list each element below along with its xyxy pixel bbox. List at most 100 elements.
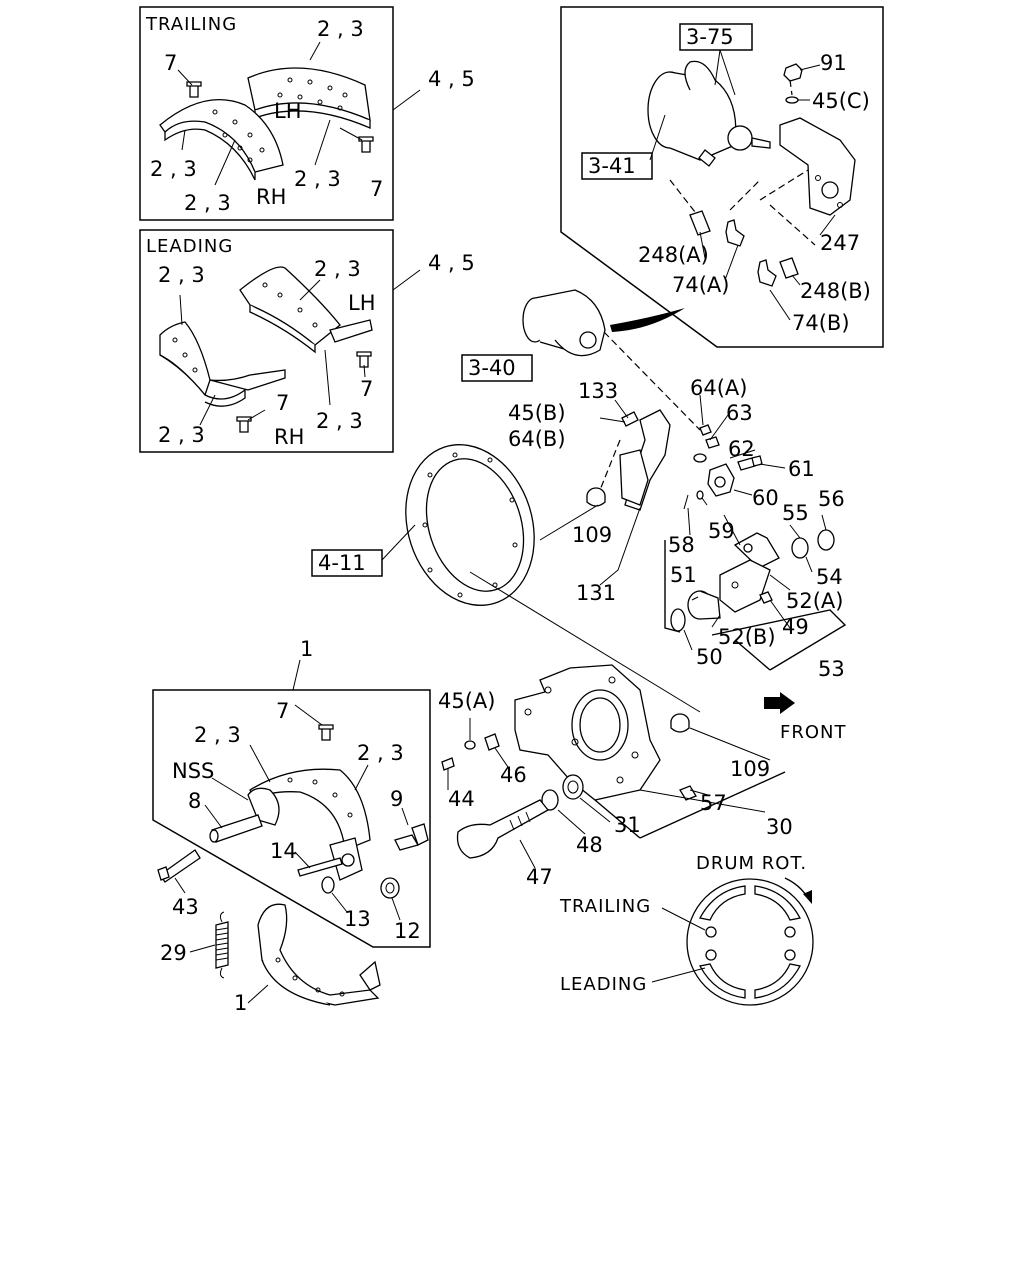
label-51: 51	[670, 563, 697, 587]
trailing-shoe-lh	[247, 67, 371, 129]
label-248b: 248(B)	[800, 279, 871, 303]
pointer-arrow	[610, 308, 685, 332]
label-50: 50	[696, 645, 723, 669]
label-nss: NSS	[172, 759, 214, 783]
label-52a: 52(A)	[786, 589, 843, 613]
brake-shoe-with-lining	[247, 768, 371, 881]
label-2-3-b: 2 , 3	[150, 157, 197, 181]
bolt-57	[679, 785, 697, 801]
label-12: 12	[394, 919, 421, 943]
label-2-3-c: 2 , 3	[294, 167, 341, 191]
label-74b: 74(B)	[792, 311, 850, 335]
label-4-5-b: 4 , 5	[428, 251, 475, 275]
pin-8	[209, 814, 263, 843]
label-2-3-e: 2 , 3	[158, 263, 205, 287]
leading-header: LEADING	[146, 236, 233, 257]
label-14: 14	[270, 839, 297, 863]
label-64b: 64(B)	[508, 427, 566, 451]
label-58: 58	[668, 533, 695, 557]
label-8: 8	[188, 789, 201, 813]
label-lh-a: LH	[274, 99, 302, 123]
adjuster-bracket	[619, 409, 671, 511]
spider-anchor-plate	[514, 664, 661, 801]
roller-12	[380, 877, 400, 899]
label-3-40: 3-40	[468, 356, 516, 380]
brake-chamber-actuator	[647, 60, 771, 167]
label-lh-b: LH	[348, 291, 376, 315]
nut-91	[783, 63, 803, 82]
shoe-assembly-panel	[152, 689, 431, 948]
label-49: 49	[782, 615, 809, 639]
label-62: 62	[728, 437, 755, 461]
trailing-shoe-panel	[139, 6, 394, 221]
label-248a: 248(A)	[638, 243, 709, 267]
label-rh-b: RH	[274, 425, 304, 449]
ref-box-3-41	[581, 152, 653, 180]
lever-52a	[733, 532, 780, 569]
label-53: 53	[818, 657, 845, 681]
label-44: 44	[448, 787, 475, 811]
rivet-icon	[186, 81, 374, 153]
label-7-e: 7	[276, 699, 289, 723]
bolt-9	[394, 823, 429, 851]
label-45a: 45(A)	[438, 689, 495, 713]
label-4-11: 4-11	[318, 551, 366, 575]
label-59: 59	[708, 519, 735, 543]
seal-50	[670, 608, 686, 632]
bushing-51	[687, 590, 721, 620]
ref-box-3-75	[679, 23, 753, 51]
brake-shoe-1	[257, 903, 381, 1006]
dust-shield	[405, 444, 535, 606]
label-rh-a: RH	[256, 185, 286, 209]
label-2-3-i: 2 , 3	[194, 723, 241, 747]
label-front: FRONT	[780, 722, 847, 743]
drum-rotation-diagram	[686, 878, 814, 1006]
label-2-3-a: 2 , 3	[317, 17, 364, 41]
washer-55-56	[791, 529, 835, 559]
label-2-3-d: 2 , 3	[184, 191, 231, 215]
label-48: 48	[576, 833, 603, 857]
leading-shoe-rh	[159, 321, 286, 407]
label-55: 55	[782, 501, 809, 525]
part-62-63-64	[693, 424, 720, 463]
housing-60	[707, 463, 735, 497]
label-45c: 45(C)	[812, 89, 870, 113]
adjuster-body-52b	[719, 559, 771, 613]
label-54: 54	[816, 565, 843, 589]
bolt-61	[737, 455, 763, 471]
label-60: 60	[752, 486, 779, 510]
label-1-a: 1	[300, 637, 313, 661]
brake-chamber-3-40	[522, 289, 606, 357]
label-109-b: 109	[730, 757, 770, 781]
actuator-detail-panel	[560, 6, 884, 348]
label-47: 47	[526, 865, 553, 889]
label-7-d: 7	[276, 391, 289, 415]
ref-box-3-40	[461, 354, 533, 382]
label-4-5-a: 4 , 5	[428, 67, 475, 91]
rotation-arrowhead-icon	[803, 890, 812, 904]
pin-58-59	[683, 490, 704, 510]
label-9: 9	[390, 787, 403, 811]
leading-shoe-lh	[239, 266, 373, 354]
label-7-c: 7	[360, 377, 373, 401]
label-7-b: 7	[370, 177, 383, 201]
label-3-75: 3-75	[686, 25, 734, 49]
mounting-bracket	[779, 117, 856, 216]
label-leading-rot: LEADING	[560, 974, 647, 995]
washer-48	[541, 789, 559, 811]
ref-box-4-11	[311, 549, 383, 577]
label-43: 43	[172, 895, 199, 919]
bolt-44	[441, 757, 455, 771]
label-131: 131	[576, 581, 616, 605]
clip-46	[484, 733, 500, 751]
fitting-74b	[757, 259, 777, 287]
fitting-248b	[779, 257, 799, 279]
label-64a: 64(A)	[690, 376, 747, 400]
leading-shoe-panel	[139, 229, 394, 453]
label-30: 30	[766, 815, 793, 839]
front-arrow-icon	[764, 692, 795, 714]
label-2-3-j: 2 , 3	[357, 741, 404, 765]
rivet-7	[318, 724, 334, 741]
bolt-133	[621, 411, 639, 427]
